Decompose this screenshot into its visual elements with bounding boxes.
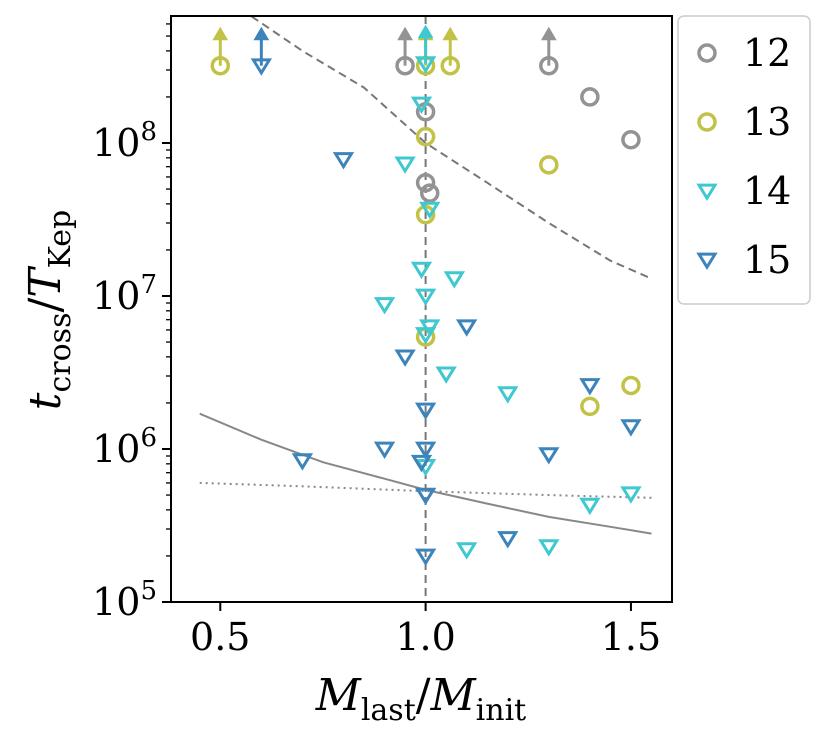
legend-label-13: 13 <box>743 100 791 144</box>
legend-marker-14 <box>696 183 718 202</box>
marker-series-15-9 <box>414 487 437 506</box>
marker-series-15-8 <box>410 454 433 473</box>
plot-frame <box>170 15 673 603</box>
marker-series-14-11 <box>497 386 519 404</box>
marker-series-15-6 <box>373 441 396 460</box>
marker-series-14-16 <box>620 486 642 504</box>
marker-series-12-5 <box>580 87 600 107</box>
marker-series-15-2 <box>455 319 478 337</box>
arrow-head-13-2 <box>442 26 459 41</box>
marker-series-13-8 <box>621 375 641 396</box>
marker-series-12-6 <box>621 130 641 150</box>
y-axis-ticks: 105 106 107 108 <box>92 23 171 624</box>
lower-limit-arrows <box>212 24 557 66</box>
marker-series-14-15 <box>579 497 601 516</box>
marker-series-14-5 <box>443 271 466 289</box>
arrow-head-15-0 <box>253 26 270 41</box>
marker-series-13-7 <box>580 396 600 417</box>
legend-label-15: 15 <box>743 238 791 282</box>
x-tick-label: 1.0 <box>395 615 455 659</box>
x-axis-ticks: 0.5 1.0 1.5 <box>190 602 661 659</box>
marker-series-15-1 <box>332 152 355 170</box>
legend-label-14: 14 <box>743 169 791 213</box>
marker-series-14-2 <box>394 156 416 174</box>
marker-series-15-13 <box>579 378 601 396</box>
legend: 12 13 14 15 <box>677 15 811 305</box>
legend-marker-15 <box>696 252 718 271</box>
y-tick-label: 106 <box>92 423 157 471</box>
marker-series-14-4 <box>410 261 433 280</box>
legend-marker-12 <box>697 43 717 63</box>
marker-series-15-7 <box>414 441 437 460</box>
y-tick-label: 107 <box>92 270 157 318</box>
legend-label-12: 12 <box>743 31 791 75</box>
marker-series-13-4 <box>539 155 559 175</box>
marker-series-14-1 <box>410 96 433 114</box>
marker-series-15-12 <box>538 447 560 465</box>
y-tick-label: 108 <box>92 117 157 165</box>
marker-series-15-10 <box>414 548 437 566</box>
marker-series-15-14 <box>620 419 642 437</box>
marker-series-14-13 <box>455 542 478 560</box>
arrow-head-14-0 <box>417 24 434 39</box>
x-tick-label: 1.5 <box>601 615 661 659</box>
marker-series-12-3 <box>419 183 440 203</box>
marker-series-14-9 <box>414 327 437 345</box>
y-tick-label: 105 <box>92 576 157 624</box>
marker-series-15-11 <box>497 531 519 549</box>
arrow-head-12-1 <box>540 26 557 41</box>
reference-curve-dashed <box>249 16 652 280</box>
legend-frame <box>677 15 811 305</box>
marker-series-14-6 <box>414 288 437 307</box>
data-markers <box>210 55 642 566</box>
x-axis-label: Mlast/Minit <box>315 670 526 728</box>
marker-series-14-7 <box>373 297 396 315</box>
marker-series-13-3 <box>415 126 436 147</box>
marker-series-15-4 <box>414 402 437 420</box>
arrow-head-12-0 <box>397 26 413 41</box>
arrow-head-13-0 <box>212 26 229 41</box>
legend-marker-13 <box>697 112 717 132</box>
marker-series-14-14 <box>538 539 560 557</box>
marker-series-15-3 <box>394 349 416 367</box>
marker-series-15-5 <box>291 453 314 471</box>
marker-series-14-10 <box>435 366 457 384</box>
x-tick-label: 0.5 <box>190 615 250 659</box>
y-axis-label: tcross/TKep <box>20 210 78 410</box>
marker-series-12-2 <box>415 172 436 193</box>
marker-series-14-3 <box>419 201 441 220</box>
